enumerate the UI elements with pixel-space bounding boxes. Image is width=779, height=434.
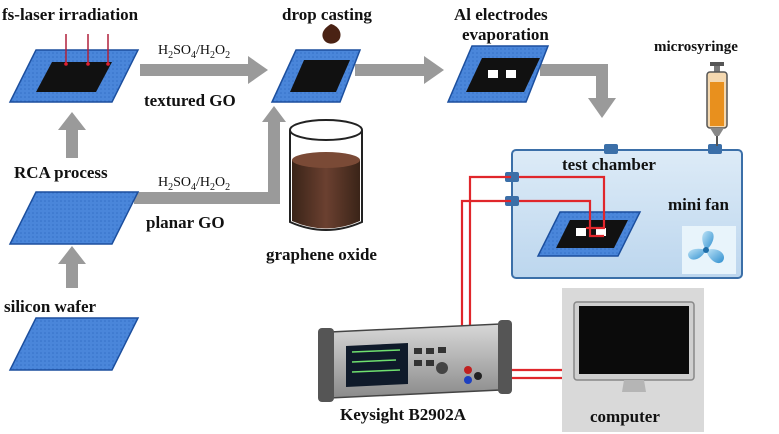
label-silicon-wafer: silicon wafer <box>4 297 97 316</box>
label-computer: computer <box>590 407 660 426</box>
label-graphene-oxide: graphene oxide <box>266 245 377 264</box>
label-microsyringe: microsyringe <box>654 39 738 55</box>
keysight-instrument <box>318 320 512 402</box>
label-rca-process: RCA process <box>14 163 108 182</box>
wafer-drop-casting <box>270 49 362 103</box>
label-chem-top: H2SO4/H2O2 <box>158 43 231 61</box>
label-al-electrodes: Al electrodes <box>454 5 548 24</box>
electrode-pad-2 <box>506 70 516 78</box>
wafer-rca <box>8 191 140 245</box>
droplet <box>322 24 341 44</box>
label-mini-fan: mini fan <box>668 195 729 214</box>
arrow-drop-to-al <box>355 56 444 84</box>
label-fs-laser: fs-laser irradiation <box>2 5 139 24</box>
arrow-rca-to-laser <box>58 112 86 158</box>
label-chem-bottom: H2SO4/H2O2 <box>158 175 231 193</box>
wafer-silicon <box>8 317 140 371</box>
label-planar-go: planar GO <box>146 213 225 232</box>
arrow-wafer-to-rca <box>58 246 86 288</box>
computer-icon <box>562 288 704 432</box>
arrow-planar-to-drop <box>134 106 286 204</box>
electrode-pad-1 <box>488 70 498 78</box>
fan-icon <box>682 226 736 274</box>
label-test-chamber: test chamber <box>562 155 656 174</box>
microsyringe-icon <box>706 62 728 146</box>
wafer-al-electrodes <box>446 45 550 103</box>
beaker-graphene-oxide <box>289 119 363 231</box>
arrow-al-to-chamber <box>540 64 616 118</box>
label-keysight: Keysight B2902A <box>340 405 467 424</box>
label-drop-casting: drop casting <box>282 5 372 24</box>
arrow-laser-to-drop <box>140 56 268 84</box>
wafer-laser <box>8 34 140 103</box>
label-textured-go: textured GO <box>144 91 236 110</box>
wires <box>460 175 606 380</box>
label-evaporation: evaporation <box>462 25 549 44</box>
